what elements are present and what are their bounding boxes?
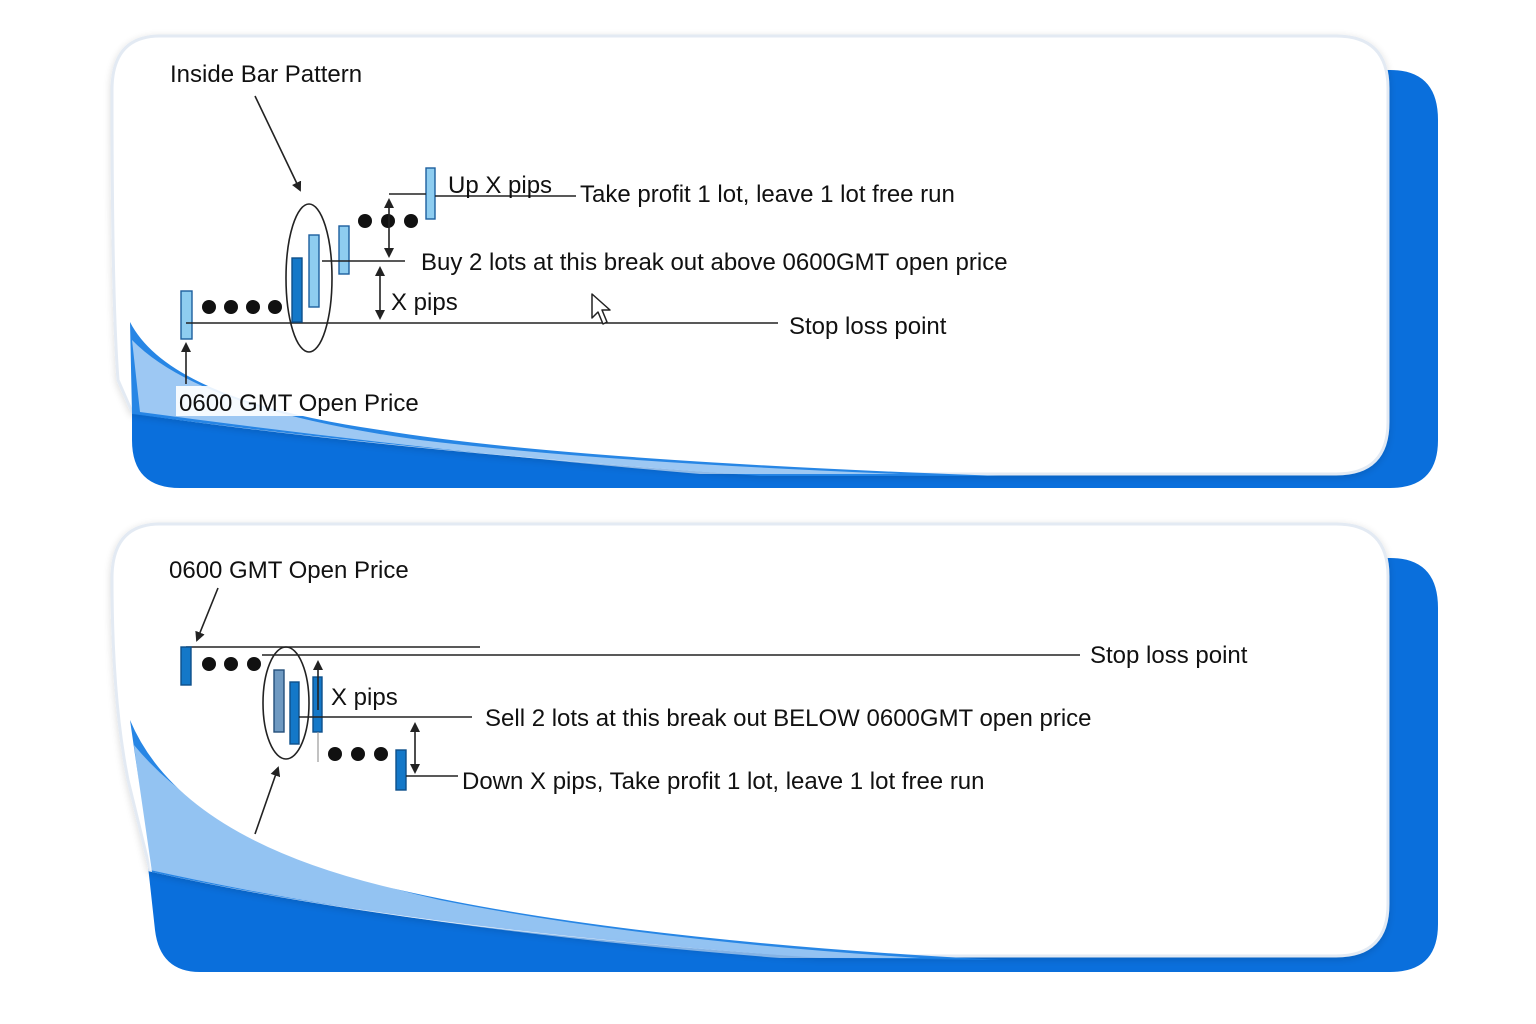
inside-bar-candle-1 — [291, 257, 303, 323]
take-profit-candle — [425, 167, 436, 220]
dot-icon — [247, 657, 261, 671]
bottom-open-price-candle — [180, 646, 192, 686]
down-label: Down X pips, Take profit 1 lot, leave 1 … — [462, 768, 985, 795]
dot-icon — [351, 747, 365, 761]
bottom-inside-bar-ellipse — [262, 646, 310, 760]
inside-bar-ellipse — [285, 203, 333, 353]
top-diagram: Inside Bar Pattern — [170, 61, 1008, 417]
bottom-inside-candle-2 — [289, 681, 300, 745]
dot-icon — [268, 300, 282, 314]
arrow-icon — [254, 95, 302, 192]
sell-label: Sell 2 lots at this break out BELOW 0600… — [485, 705, 1092, 732]
breakout-candle — [338, 225, 350, 275]
dot-icon — [224, 300, 238, 314]
dot-icon — [328, 747, 342, 761]
panel-bottom-swoosh-highlight — [134, 745, 920, 958]
inside-bar-pattern-label: Inside Bar Pattern — [170, 61, 362, 88]
dot-icon — [381, 214, 395, 228]
open-price-candle — [180, 290, 193, 340]
buy-label: Buy 2 lots at this break out above 0600G… — [421, 249, 1008, 276]
up-x-pips-label: Up X pips — [448, 172, 552, 199]
panel-top — [110, 34, 1438, 488]
bottom-open-price-label: 0600 GMT Open Price — [169, 557, 409, 584]
dot-icon — [202, 300, 216, 314]
mouse-cursor-icon — [591, 293, 611, 325]
bottom-inside-candle-1 — [273, 669, 285, 733]
dot-icon — [224, 657, 238, 671]
x-pips-label: X pips — [391, 289, 458, 316]
dot-icon — [358, 214, 372, 228]
arrow-icon — [254, 766, 281, 835]
dot-icon — [404, 214, 418, 228]
bottom-x-pips-label: X pips — [331, 684, 398, 711]
dot-icon — [202, 657, 216, 671]
arrow-icon — [195, 587, 219, 642]
down-candle — [395, 749, 407, 791]
take-profit-label: Take profit 1 lot, leave 1 lot free run — [580, 181, 955, 208]
bottom-diagram: 0600 GMT Open Price — [169, 557, 1248, 835]
open-price-label-bg — [176, 386, 438, 416]
inside-bar-candle-2 — [308, 234, 320, 308]
stop-loss-label: Stop loss point — [789, 313, 947, 340]
dot-icon — [246, 300, 260, 314]
open-price-label: 0600 GMT Open Price — [179, 390, 419, 417]
bottom-stop-loss-label: Stop loss point — [1090, 642, 1248, 669]
dot-icon — [374, 747, 388, 761]
panel-bottom — [110, 522, 1438, 972]
